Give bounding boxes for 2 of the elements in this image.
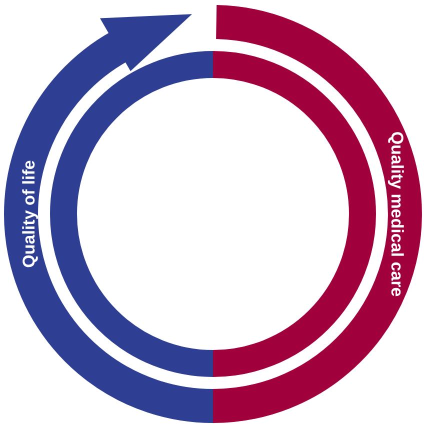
- band-label: Quality of life: [20, 160, 38, 268]
- band-label: Quality medical care: [388, 131, 406, 297]
